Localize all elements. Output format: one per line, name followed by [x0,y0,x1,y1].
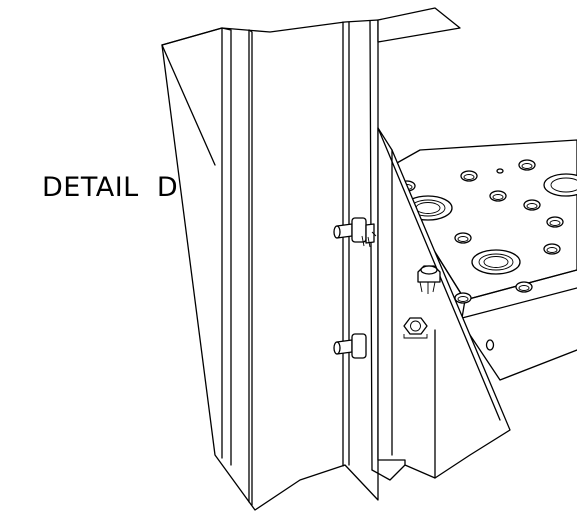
detail-label: DETAIL D [42,172,179,203]
small-hole [515,281,533,293]
grease-fitting-right [417,265,441,294]
large-port [543,173,577,197]
small-hole [454,232,472,244]
small-hole [454,292,472,304]
small-hole [543,243,561,255]
grease-fitting-lower [333,333,367,359]
grease-fitting-upper [333,217,377,248]
hex-bolt [403,317,428,339]
small-hole [518,159,536,171]
side-hole [485,339,495,351]
top-plate [387,139,577,381]
small-hole [496,168,504,174]
upright-post [161,19,406,511]
large-port [471,249,521,275]
small-hole [523,199,541,211]
small-hole [546,216,564,228]
small-hole [460,170,478,182]
small-hole [489,190,507,202]
